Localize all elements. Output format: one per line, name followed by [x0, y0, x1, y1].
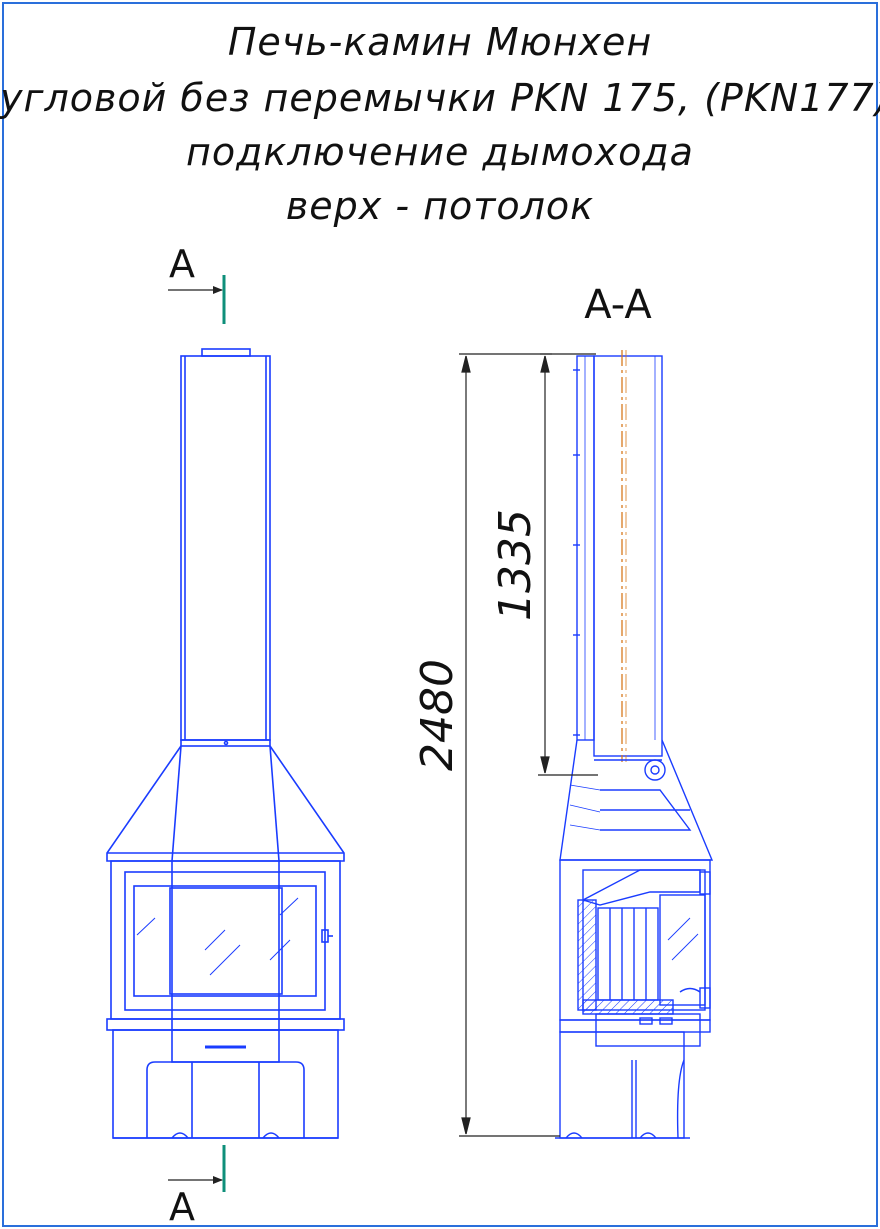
- front-view: [106, 348, 345, 1139]
- title-line-4: верх - потолок: [285, 184, 595, 228]
- title-line-3: подключение дымохода: [186, 130, 694, 174]
- section-base: [559, 1031, 685, 1139]
- front-glass: [169, 887, 283, 995]
- section-firebrick: [577, 899, 597, 1011]
- dimension-flue: [538, 353, 598, 776]
- front-flue-cap: [201, 348, 251, 357]
- front-slab: [106, 1018, 345, 1031]
- section-view-label: A-A: [584, 282, 652, 328]
- dimension-total-value: 2480: [412, 659, 463, 771]
- section-hood: [559, 739, 714, 861]
- front-flue-pipe: [180, 355, 271, 741]
- dimension-flue-value: 1335: [490, 509, 541, 621]
- front-collar: [180, 739, 271, 747]
- title-line-1: Печь-камин Мюнхен: [227, 20, 653, 64]
- front-door-frame: [124, 871, 326, 1011]
- section-grate: [597, 907, 659, 1001]
- section-marker-top: [168, 275, 226, 324]
- section-view: [555, 350, 714, 1139]
- front-hood: [106, 745, 345, 862]
- section-letter-bottom: A: [169, 1185, 195, 1229]
- section-ash-drawer: [595, 1013, 701, 1047]
- section-letter-top: A: [169, 242, 195, 286]
- section-flue-pipe: [593, 355, 663, 757]
- section-damper: [644, 759, 666, 781]
- title-line-2: угловой без перемычки PKN 175, (PKN177): [0, 76, 880, 120]
- section-marker-bottom: [168, 1145, 226, 1192]
- section-door: [659, 894, 706, 1006]
- dimension-total: [459, 353, 596, 1137]
